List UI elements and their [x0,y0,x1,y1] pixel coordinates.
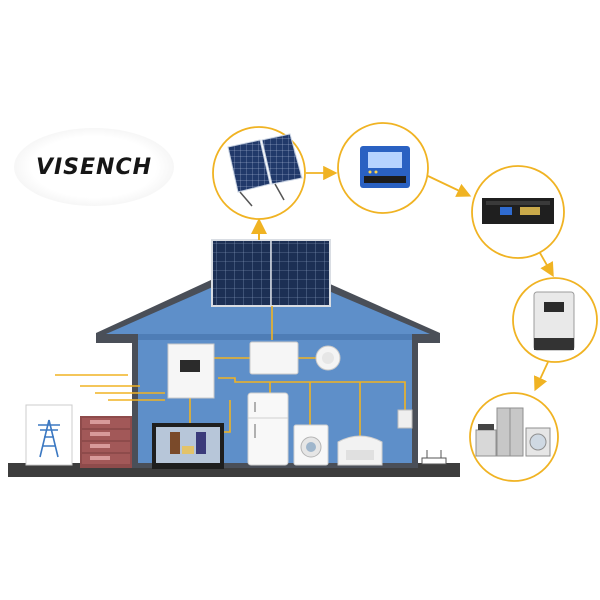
wall-lamp-icon [315,345,341,371]
transmission-tower-icon [25,404,73,466]
connector-battery-to-inverter [539,252,554,278]
television-icon [152,423,224,469]
smart-meter-icon [249,341,299,375]
charge-controller-icon [360,146,410,188]
router-icon [421,450,447,465]
flow-connectors [306,165,554,392]
brand-name: VISENCH [35,154,153,180]
refrigerator-icon [247,392,289,466]
solar-panels-icon [227,133,303,207]
flow-step-charge-controller [337,122,429,214]
connector-inverter-to-appliances [533,361,549,392]
roof-solar-panel [211,239,331,307]
washing-machine-icon [293,424,329,466]
brand-logo: VISENCH [14,128,174,206]
home-appliances-icon [475,407,551,457]
flow-step-solar-panels [212,126,306,220]
battery-stack-icon [80,416,132,468]
hybrid-inverter-icon [167,343,215,399]
flow-step-home-appliances [469,392,559,482]
wall-outlet-icon [397,409,413,429]
flow-step-rack-battery [471,165,565,259]
inverter-icon [533,291,575,351]
armchair-icon [337,435,383,466]
rack-battery-icon [482,198,554,224]
connector-controller-to-battery [427,175,472,197]
flow-step-inverter [512,277,598,363]
